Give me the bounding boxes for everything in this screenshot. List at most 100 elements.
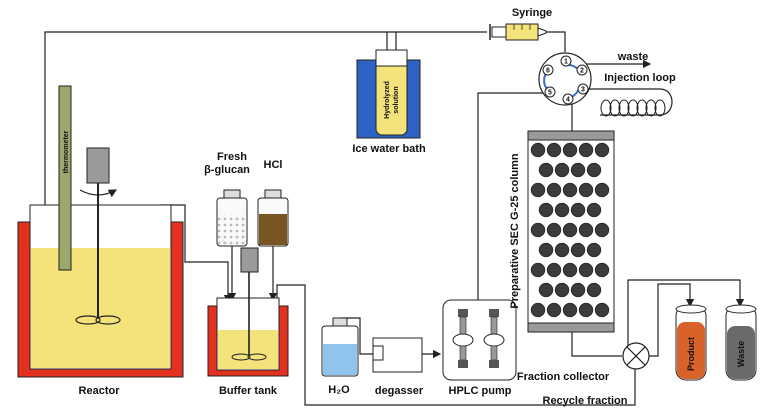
valve-port-1: 1 [560,55,572,67]
column-bead [554,282,570,298]
reactor-liquid [31,248,170,368]
column-bead [530,142,546,158]
column-bead [562,182,578,198]
reactor: thermometer Reactor [17,85,184,397]
six-port-valve: 1 2 3 4 5 6 waste [538,51,649,106]
pipes [44,31,745,406]
waste-label: Waste [736,341,746,367]
injection-loop: Injection loop [588,72,676,117]
svg-text:5: 5 [548,90,552,97]
column-bead [546,262,562,278]
product-bottle: Product [675,304,707,381]
water-label: H₂O [328,384,350,396]
loop-coil [600,99,666,117]
degasser-label: degasser [375,385,424,397]
column-bead [586,282,602,298]
waste-top-label: waste [617,51,649,63]
column-bead [530,182,546,198]
fresh-glucan-bottle: Fresh β-glucan [204,151,250,247]
recycle-fraction-label: Recycle fraction [543,395,628,407]
column-bead [546,182,562,198]
column-bead [594,182,610,198]
column-bead [594,302,610,318]
ice-water-bath-label: Ice water bath [352,143,426,155]
column-bead [530,262,546,278]
loop-coil-turn [618,99,630,117]
pump-head-right [483,309,505,368]
column-bead [538,242,554,258]
syringe: Syringe [489,7,552,41]
column-bead [578,302,594,318]
valve-port-4: 4 [562,93,574,105]
column-bead [594,222,610,238]
column-bead [586,162,602,178]
column-bead [594,142,610,158]
degasser: degasser [372,337,424,397]
hydrolyzed-label: Hydrolyzed [384,81,391,119]
thermometer [58,85,72,271]
column-bead [538,162,554,178]
waste-bottle: Waste [725,304,757,381]
column-bead [570,242,586,258]
buffer-tank: Buffer tank [207,247,289,397]
column-label: Preparative SEC G-25 column [509,153,521,309]
rotation-arrow-icon [79,189,118,198]
hcl-bottle: HCl [257,159,289,247]
column-bead [586,242,602,258]
column-bead [586,202,602,218]
column-bead [570,202,586,218]
column-bead [554,202,570,218]
column-bead [538,282,554,298]
hplc-pump-label: HPLC pump [449,385,512,397]
column-bead [578,182,594,198]
column-bead [562,262,578,278]
svg-text:1: 1 [564,59,568,66]
ice-water-bath: Hydrolyzed solution Ice water bath [352,49,426,155]
column-bead [578,142,594,158]
valve-port-6: 6 [542,64,554,76]
reactor-label: Reactor [79,385,121,397]
loop-coil-turn [609,99,621,117]
hplc-pump: HPLC pump [442,299,517,397]
column-bead [570,162,586,178]
syringe-label: Syringe [512,7,552,19]
product-label: Product [686,337,696,371]
column-bead [578,262,594,278]
column-bead [554,242,570,258]
svg-text:4: 4 [566,97,570,104]
fresh-label: Fresh [217,151,247,163]
column-bead [578,222,594,238]
loop-coil-turn [645,99,657,117]
svg-text:3: 3 [581,87,585,94]
stirrer-motor [86,147,110,184]
injection-loop-label: Injection loop [604,72,676,84]
column-bead [594,262,610,278]
valve-port-2: 2 [576,64,588,76]
valve-port-5: 5 [544,86,556,98]
glucan-label: β-glucan [204,164,250,176]
svg-text:6: 6 [546,68,550,75]
water-bottle: H₂O [321,317,359,396]
loop-coil-turn [636,99,648,117]
loop-coil-turn [600,99,612,117]
column-bead [570,282,586,298]
column-bead [530,302,546,318]
column-bead [546,302,562,318]
loop-coil-turn [654,99,666,117]
solution-label: solution [393,86,400,113]
column-bead [554,162,570,178]
column-bead [538,202,554,218]
column-bead [530,222,546,238]
column-bead [546,142,562,158]
fraction-collector-label: Fraction collector [517,371,610,383]
stirrer-blade [75,315,101,325]
buffer-tank-label: Buffer tank [219,385,278,397]
buffer-stirrer-motor [240,247,259,273]
thermometer-label: thermometer [63,130,70,173]
sec-column: Preparative SEC G-25 column [509,130,615,333]
loop-coil-turn [627,99,639,117]
fraction-collector: Fraction collector Recycle fraction [517,342,650,407]
valve-port-3: 3 [577,83,589,95]
pump-head-left [452,309,474,368]
